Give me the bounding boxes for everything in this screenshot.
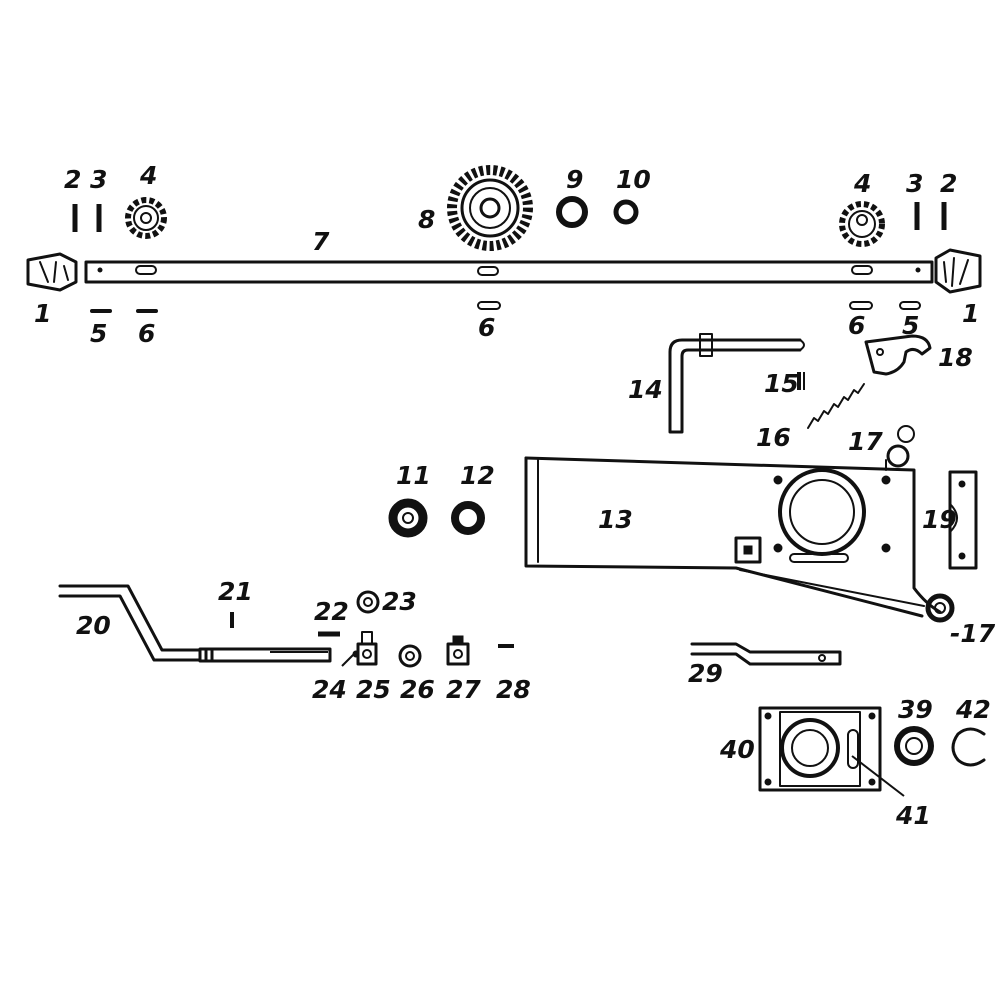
label-part-10: 10 [616,165,651,194]
label-part-6-right: 6 [848,311,865,340]
label-part-29: 29 [688,659,723,688]
label-part-6-left: 6 [138,319,155,348]
label-part-21: 21 [218,577,253,606]
label-part-24: 24 [312,675,347,704]
part-labels: 1 1 2 2 3 3 4 4 5 5 6 6 6 7 8 9 10 11 12… [34,161,996,830]
part-11-seal [388,498,428,538]
label-part-5-right: 5 [902,311,919,340]
label-part-7: 7 [312,227,330,256]
part-15-pin [797,372,805,390]
label-part-18: 18 [938,343,973,372]
part-1-left-coupling [26,252,78,292]
part-5-key-right [899,301,921,310]
label-part-40: 40 [719,735,755,764]
label-part-23: 23 [382,587,417,616]
label-part-1-right: 1 [962,299,979,328]
part-20-crank-rod [58,584,332,663]
part-9-washer [556,196,588,228]
label-part-27: 27 [446,675,481,704]
label-part-4-left: 4 [139,161,157,190]
part-24-screw [341,650,360,667]
part-18-bracket [864,334,932,376]
part-7-main-shaft [84,260,934,284]
part-27-clamp [446,635,470,666]
label-part-16: 16 [756,423,791,452]
part-14-bent-rod [668,333,805,434]
part-17-bushing-top [885,425,915,471]
label-part-28: 28 [496,675,531,704]
label-part-39: 39 [898,695,933,724]
part-8-large-gear [447,165,533,251]
part-41-pointer [851,755,905,797]
part-6-key-right [849,301,873,310]
part-42-circlip [951,727,986,767]
part-39-bearing [894,726,934,766]
label-part-15: 15 [764,369,799,398]
label-part-14: 14 [628,375,663,404]
label-part-25: 25 [356,675,391,704]
part-1-right-coupling [934,248,982,294]
part-19-plate [948,470,978,570]
label-part-26: 26 [400,675,435,704]
label-part-3-left: 3 [90,165,107,194]
label-part-13: 13 [598,505,633,534]
label-part-42: 42 [955,695,991,724]
part-25-clamp [356,631,378,666]
part-6-key-center [477,301,501,310]
part-23-washer [356,590,380,614]
label-part-8: 8 [418,205,435,234]
part-4-small-gear-left [125,197,167,239]
label-part-19: 19 [922,505,957,534]
label-part-11: 11 [396,461,431,490]
part-40-housing-plate [758,706,882,792]
part-29-link [690,642,842,666]
part-4-small-gear-right [839,201,885,247]
label-part-9: 9 [566,165,583,194]
part-17-bushing-bottom [925,593,955,623]
label-part-4-right: 4 [853,169,871,198]
label-part-20: 20 [76,611,111,640]
label-part-17-bottom: -17 [950,619,996,648]
label-part-2-left: 2 [64,165,81,194]
label-part-12: 12 [460,461,495,490]
part-10-ring [613,199,639,225]
label-part-1-left: 1 [34,299,51,328]
label-part-22: 22 [314,597,349,626]
label-part-17-top: 17 [848,427,883,456]
label-part-2-right: 2 [940,169,957,198]
part-16-spring [807,383,865,429]
label-part-6-center: 6 [478,313,495,342]
part-13-frame [524,456,942,618]
part-12-seal [451,501,485,535]
label-part-5-left: 5 [90,319,107,348]
label-part-3-right: 3 [906,169,923,198]
part-26-washer [398,644,422,668]
label-part-41: 41 [895,801,931,830]
